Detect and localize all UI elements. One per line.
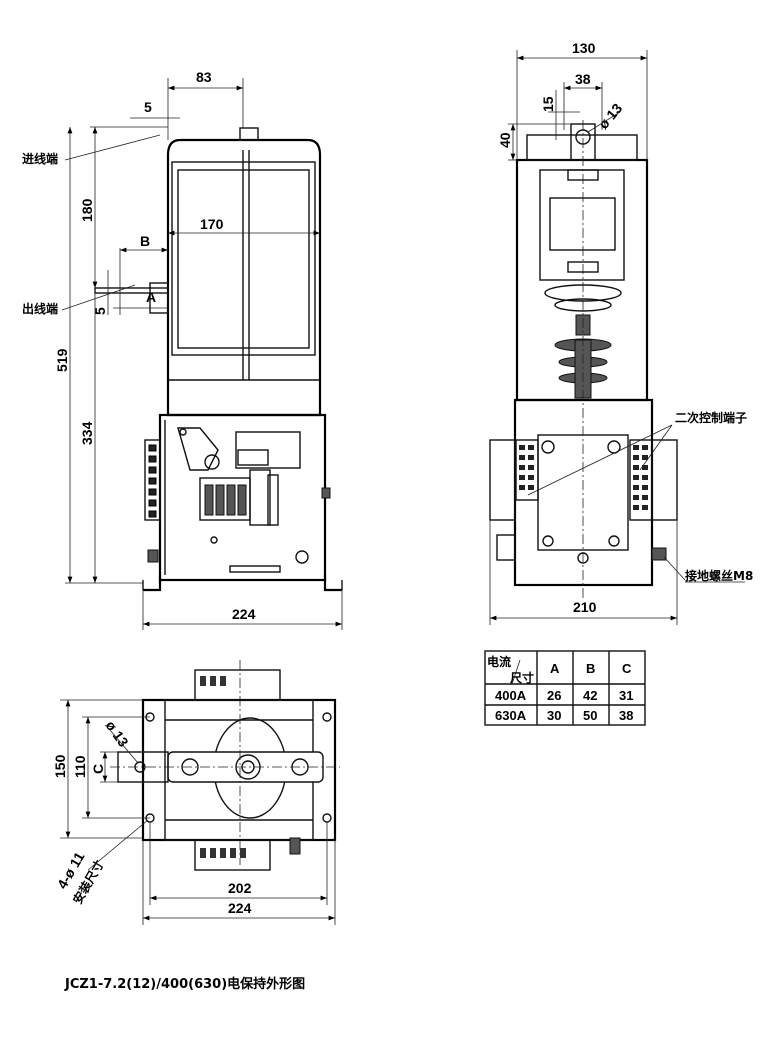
dim-210: 210 [573, 599, 597, 615]
dim-110: 110 [72, 755, 88, 778]
dim-5-bottom: 5 [92, 307, 108, 315]
table-col-A: A [550, 661, 560, 676]
label-outgoing-terminal: 出线端 [22, 301, 58, 316]
dim-hole-side: ø 13 [595, 100, 625, 132]
dim-C: C [90, 764, 106, 774]
dim-150: 150 [52, 754, 68, 778]
dim-130: 130 [572, 40, 596, 56]
dim-224-top: 224 [228, 900, 252, 916]
dim-202: 202 [228, 880, 252, 896]
label-secondary-control-terminal: 二次控制端子 [675, 410, 747, 425]
dim-A: A [146, 289, 156, 305]
drawing-caption: JCZ1-7.2(12)/400(630)电保持外形图 [64, 976, 305, 992]
dim-5-top: 5 [144, 99, 152, 115]
dim-170: 170 [200, 216, 224, 232]
side-view: 130 38 15 ø 13 40 二次控制端子 接地螺丝M8 210 [489, 40, 753, 625]
label-ground-screw: 接地螺丝M8 [685, 568, 753, 583]
table-corner-current: 电流 [487, 654, 511, 669]
table-cell: 42 [583, 688, 597, 703]
table-cell: 30 [547, 708, 561, 723]
table-cell: 26 [547, 688, 561, 703]
top-view: 150 110 C ø 13 4-ø 11 安装尺寸 202 224 [52, 660, 340, 925]
dim-519: 519 [54, 348, 70, 372]
dim-180: 180 [79, 198, 95, 222]
dim-334: 334 [79, 421, 95, 445]
dim-15: 15 [540, 96, 556, 112]
table-cell: 38 [619, 708, 633, 723]
table-row-400A-label: 400A [495, 688, 527, 703]
front-view: 83 5 180 进线端 B 170 A 5 出线端 519 334 224 [22, 69, 343, 630]
label-incoming-terminal: 进线端 [22, 151, 58, 166]
table-row-630A-label: 630A [495, 708, 527, 723]
table-cell: 31 [619, 688, 633, 703]
table-col-B: B [586, 661, 595, 676]
table-cell: 50 [583, 708, 597, 723]
dim-hole-top: ø 13 [103, 718, 132, 750]
dim-224-front: 224 [232, 606, 256, 622]
dimension-table: 电流 尺寸 A B C 400A 26 42 31 630A 30 50 38 [484, 650, 646, 726]
dim-83: 83 [196, 69, 212, 85]
table-col-C: C [622, 661, 632, 676]
table-corner-size: 尺寸 [510, 670, 534, 685]
dim-B: B [140, 233, 150, 249]
dim-40: 40 [497, 132, 513, 148]
dim-38: 38 [575, 71, 591, 87]
